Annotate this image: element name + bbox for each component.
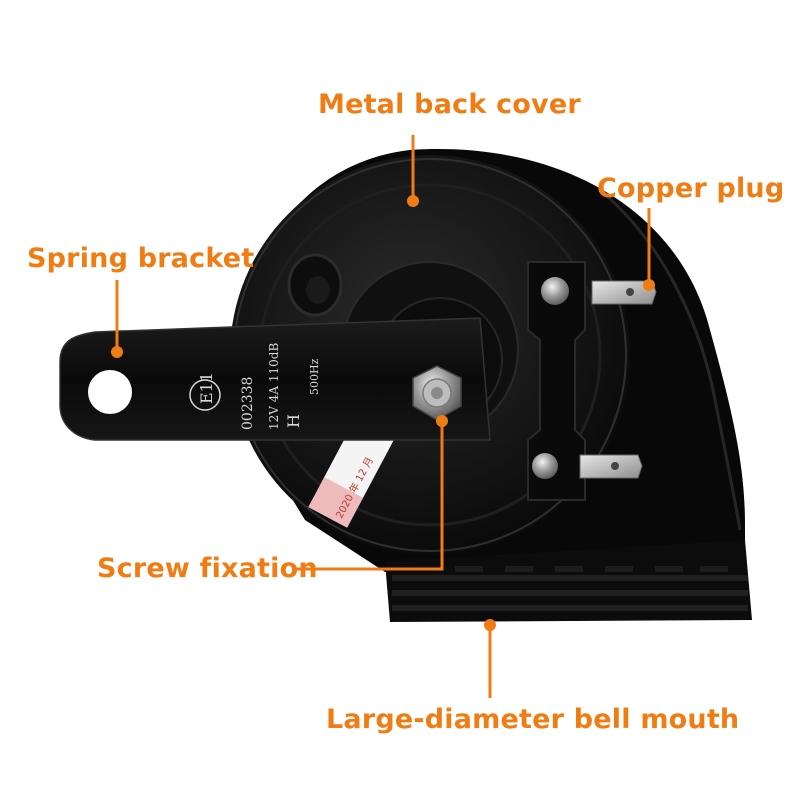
label-metal-back-cover: Metal back cover <box>318 89 581 120</box>
copper-plug-top <box>591 280 657 305</box>
spec-marking: 12V 4A 110dB <box>267 343 281 430</box>
dot-screw-fixation <box>436 415 448 427</box>
dot-spring-bracket <box>111 346 123 358</box>
terminal-block <box>527 261 586 501</box>
label-copper-plug: Copper plug <box>597 173 785 204</box>
cert-number: 002338 <box>240 377 256 430</box>
terminal-screw-bottom <box>532 453 558 479</box>
bracket-mount-hole <box>88 370 132 414</box>
dot-bell-mouth <box>484 619 496 631</box>
label-spring-bracket: Spring bracket <box>27 243 255 274</box>
bracket-markings: E11 002338 12V 4A 110dB H 500Hz <box>189 343 321 430</box>
terminal-screw-top <box>541 277 569 305</box>
dot-copper-plug <box>643 279 655 291</box>
callout-lines <box>111 135 655 698</box>
label-bell-mouth: Large-diameter bell mouth <box>326 704 740 735</box>
tone-marking: H <box>284 414 303 428</box>
frequency-marking: 500Hz <box>308 358 321 395</box>
fixation-screw <box>412 365 462 421</box>
leader-screw-fixation <box>296 424 444 571</box>
copper-plug-bottom <box>579 454 643 479</box>
spring-bracket <box>59 317 491 441</box>
bell-mouth-grille <box>385 540 752 622</box>
label-screw-fixation: Screw fixation <box>97 553 318 584</box>
cert-mark: E11 <box>197 372 216 404</box>
dot-metal-back-cover <box>407 195 419 207</box>
